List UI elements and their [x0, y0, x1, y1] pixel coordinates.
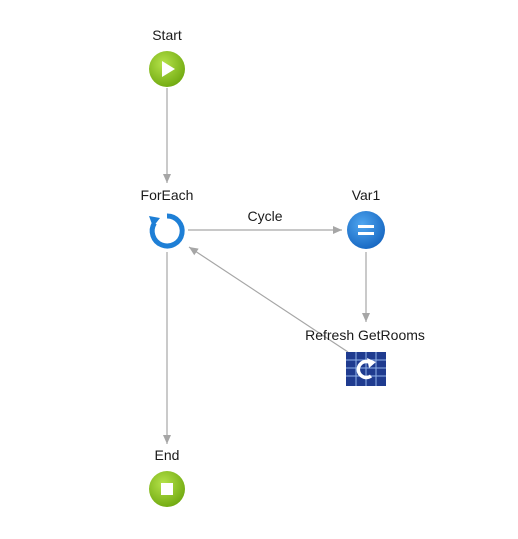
edge-label-cycle: Cycle — [247, 208, 283, 224]
node-label-foreach: ForEach — [140, 187, 194, 203]
refresh-node[interactable] — [346, 352, 386, 386]
stop-icon — [149, 471, 185, 507]
node-label-start: Start — [152, 27, 182, 43]
start-node[interactable] — [148, 50, 186, 88]
node-label-refresh: Refresh GetRooms — [305, 327, 425, 343]
play-icon — [149, 51, 185, 87]
foreach-node[interactable] — [146, 210, 188, 252]
assign-icon — [347, 211, 385, 249]
edge-refresh-to-foreach[interactable] — [188, 246, 349, 353]
refresh-data-icon — [346, 352, 386, 386]
var1-node[interactable] — [346, 210, 386, 250]
end-node[interactable] — [148, 470, 186, 508]
node-label-end: End — [154, 447, 180, 463]
node-label-var1: Var1 — [351, 187, 381, 203]
loop-icon — [147, 211, 187, 251]
